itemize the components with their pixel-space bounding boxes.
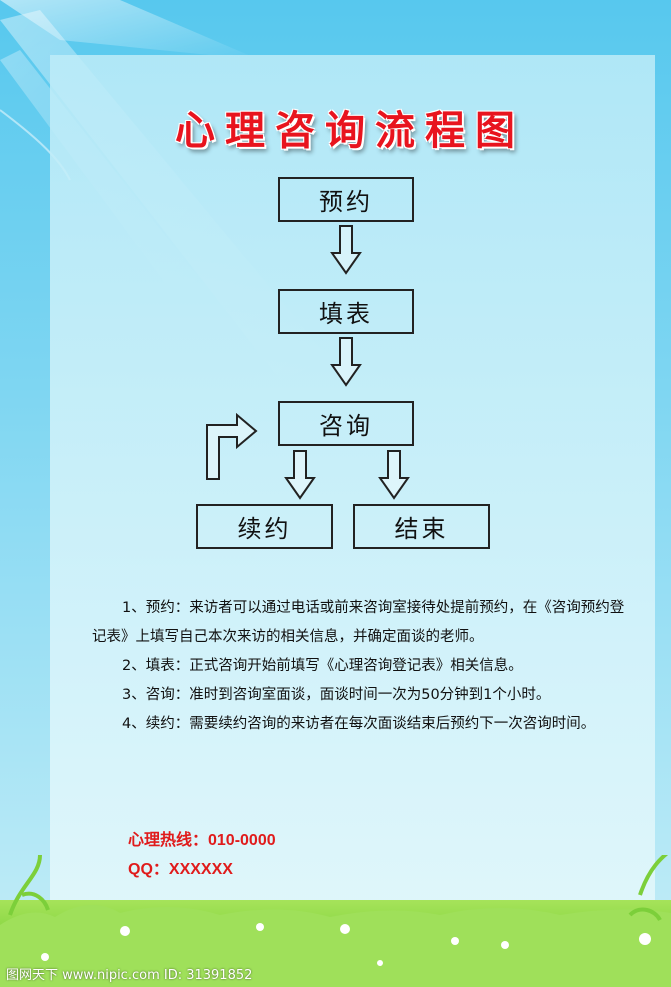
qq-text: QQ：XXXXXX bbox=[128, 861, 233, 878]
return-arrow-icon bbox=[206, 413, 258, 480]
content-panel bbox=[50, 55, 655, 915]
flow-step-appointment: 预约 bbox=[278, 177, 414, 222]
flow-step-renew: 续约 bbox=[196, 504, 333, 549]
down-arrow-icon bbox=[330, 225, 362, 275]
flow-step-consult: 咨询 bbox=[278, 401, 414, 446]
note-consult: 3、咨询：准时到咨询室面谈，面谈时间一次为50分钟到1个小时。 bbox=[122, 687, 551, 703]
notes-section: 1、预约：来访者可以通过电话或前来咨询室接待处提前预约，在《咨询预约登记表》上填… bbox=[92, 594, 632, 739]
flow-step-fill-form: 填表 bbox=[278, 289, 414, 334]
grass-decoration bbox=[0, 855, 671, 987]
page-title: 心理咨询流程图 bbox=[175, 108, 525, 154]
hotline-text: 心理热线：010-0000 bbox=[128, 832, 276, 849]
watermark: 图网天下 www.nipic.com ID: 31391852 bbox=[6, 968, 253, 983]
down-arrow-icon bbox=[378, 450, 410, 500]
down-arrow-icon bbox=[330, 337, 362, 387]
note-appointment: 1、预约：来访者可以通过电话或前来咨询室接待处提前预约，在《咨询预约登记表》上填… bbox=[92, 600, 625, 645]
down-arrow-icon bbox=[284, 450, 316, 500]
note-fill-form: 2、填表：正式咨询开始前填写《心理咨询登记表》相关信息。 bbox=[122, 658, 523, 674]
note-renew: 4、续约：需要续约咨询的来访者在每次面谈结束后预约下一次咨询时间。 bbox=[122, 716, 596, 732]
flow-step-end: 结束 bbox=[353, 504, 490, 549]
